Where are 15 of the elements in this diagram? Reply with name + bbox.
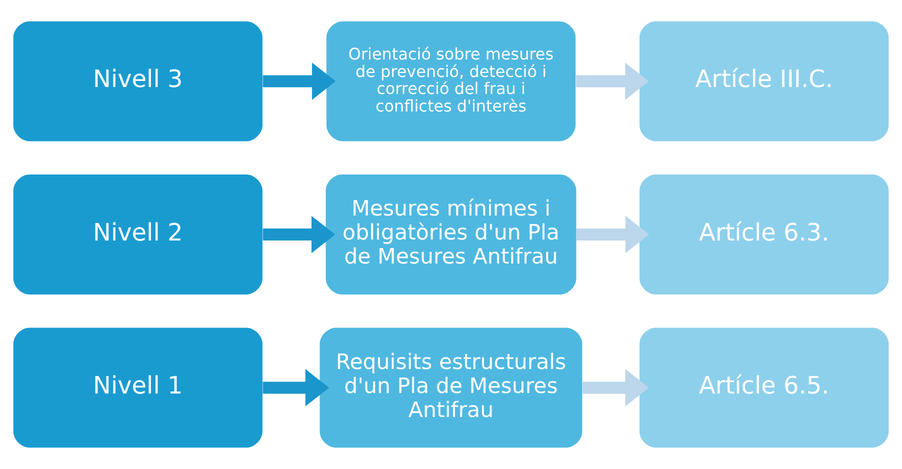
node-box: Requisits estructurals d'un Pla de Mesures Antifrau (320, 328, 582, 448)
node-box: Mesures mínimes i obligatòries d'un Pla de Mesures Antifrau (326, 174, 576, 294)
node-box: Artícle III.C. (640, 21, 889, 142)
node-box: Nivell 2 (13, 174, 262, 294)
node-box: Nivell 3 (13, 21, 262, 142)
node-box: Nivell 1 (13, 328, 262, 448)
arrow (262, 216, 336, 254)
arrow (582, 369, 649, 406)
node-box: Orientació sobre mesures de prevenció, detecció i correcció del frau i conflictes d'interès (326, 21, 576, 142)
arrow (262, 62, 336, 100)
node-box: Artícle 6.3. (640, 174, 889, 294)
node-box: Artícle 6.5. (640, 328, 889, 448)
arrow (576, 62, 649, 100)
arrow (576, 216, 650, 254)
arrow (262, 369, 330, 406)
